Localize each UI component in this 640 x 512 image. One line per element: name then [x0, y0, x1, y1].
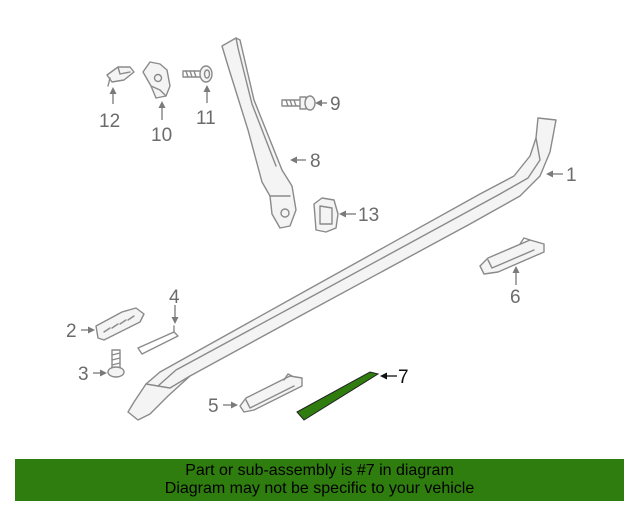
leader-3 [93, 369, 107, 377]
callout-3: 3 [78, 364, 89, 385]
leader-9 [315, 99, 327, 107]
callout-13: 13 [358, 205, 379, 226]
callout-12: 12 [99, 111, 120, 132]
leader-5 [223, 401, 238, 409]
leader-10 [158, 101, 166, 120]
part-1-rocker-panel [127, 117, 557, 421]
leader-8 [290, 156, 306, 164]
callout-6: 6 [510, 287, 521, 308]
banner-line-2: Diagram may not be specific to your vehi… [164, 480, 475, 497]
part-5-sill-plate [239, 373, 303, 413]
part-info-banner: Part or sub-assembly is #7 in diagram Di… [15, 459, 624, 501]
leader-2 [81, 326, 95, 334]
callout-9: 9 [330, 94, 341, 115]
leader-6 [512, 266, 520, 285]
leader-1 [546, 170, 563, 178]
leader-13 [339, 210, 356, 218]
callout-8: 8 [310, 151, 321, 172]
leader-7 [380, 372, 397, 380]
part-3-bolt [107, 349, 125, 378]
part-13-clip [313, 197, 339, 233]
callout-11: 11 [196, 108, 216, 129]
callout-2: 2 [66, 321, 77, 342]
callout-7: 7 [398, 367, 409, 388]
part-8-pillar-trim [221, 37, 297, 229]
part-10-bracket [142, 61, 171, 99]
part-7-strip-highlighted [296, 371, 380, 421]
part-6-sill-plate [479, 237, 545, 275]
callout-10: 10 [151, 125, 172, 146]
callout-1: 1 [566, 165, 577, 186]
part-12-clip [106, 66, 135, 87]
banner-line-1: Part or sub-assembly is #7 in diagram [185, 462, 454, 479]
part-4-rod [137, 325, 179, 355]
callout-4: 4 [169, 287, 180, 308]
part-2-trim [95, 307, 145, 341]
leader-11 [203, 85, 211, 103]
leader-12 [109, 87, 117, 104]
part-11-screw [182, 65, 213, 83]
callout-5: 5 [208, 396, 219, 417]
part-9-screw [281, 95, 316, 111]
leader-4 [171, 305, 179, 324]
